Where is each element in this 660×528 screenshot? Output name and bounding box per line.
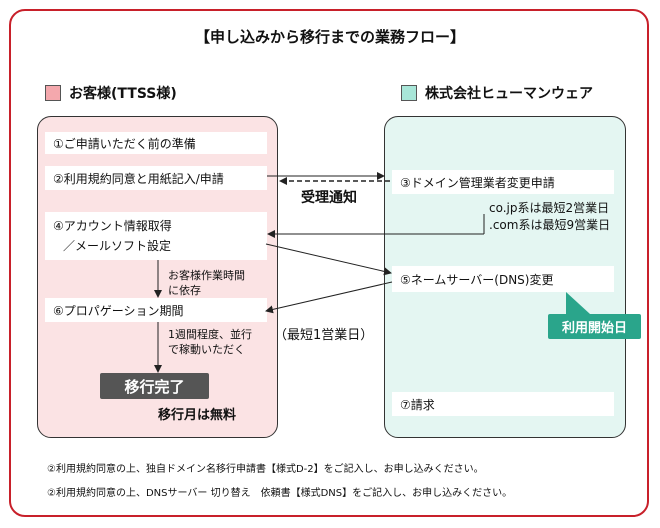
legend-company-label: 株式会社ヒューマンウェア	[425, 86, 593, 102]
step-3-label: ③ドメイン管理業者変更申請	[400, 175, 555, 190]
page-title: 【申し込みから移行までの業務フロー】	[194, 28, 465, 46]
footnote-1: ②利用規約同意の上、独自ドメイン名移行申請書【様式D-2】をご記入し、お申し込み…	[47, 464, 484, 475]
step-5-dns-change: ⑤ネームサーバー(DNS)変更	[392, 266, 614, 292]
customer-time-line1: お客様作業時間	[168, 269, 245, 282]
customer-time-line2: に依存	[168, 284, 201, 297]
legend-company-swatch	[401, 85, 417, 101]
step-4-account: ④アカウント情報取得 ／メールソフト設定	[45, 212, 267, 260]
arrow-dns-to-propagation	[265, 281, 393, 314]
step-4-label-line1: ④アカウント情報取得	[53, 219, 172, 233]
com-note-line: .com系は最短9営業日	[489, 218, 611, 232]
step-1-preparation: ①ご申請いただく前の準備	[45, 132, 267, 154]
receipt-notice: 受理通知	[301, 190, 357, 206]
arrow-account-to-dns	[265, 243, 392, 276]
cojp-note: co.jp系は最短2営業日 .com系は最短9営業日	[489, 200, 610, 234]
step-3-domain-transfer: ③ドメイン管理業者変更申請	[392, 170, 614, 194]
step-2-label: ②利用規約同意と用紙記入/申請	[53, 171, 224, 186]
step-2-application: ②利用規約同意と用紙記入/申請	[45, 166, 267, 190]
free-month-note: 移行月は無料	[158, 408, 237, 423]
week-note-line2: で稼動いただく	[168, 343, 245, 356]
legend-customer-label: お客様(TTSS様)	[69, 86, 177, 102]
step-4-label-line2: ／メールソフト設定	[63, 239, 172, 253]
start-date-badge: 利用開始日	[548, 314, 641, 339]
step-6-label: ⑥プロパゲーション期間	[53, 303, 184, 318]
week-note-line1: 1週間程度、並行	[168, 328, 252, 341]
step-1-label: ①ご申請いただく前の準備	[53, 136, 196, 151]
start-badge-pointer	[566, 292, 590, 314]
legend-customer: お客様(TTSS様)	[45, 83, 177, 103]
step-7-label: ⑦請求	[400, 397, 435, 412]
legend-customer-swatch	[45, 85, 61, 101]
legend-company: 株式会社ヒューマンウェア	[401, 83, 593, 103]
step-6-propagation: ⑥プロパゲーション期間	[45, 298, 267, 322]
week-note: 1週間程度、並行 で稼動いただく	[168, 327, 252, 357]
step-7-billing: ⑦請求	[392, 392, 614, 416]
shortest-note: （最短1営業日）	[274, 328, 374, 343]
customer-time-note: お客様作業時間 に依存	[168, 268, 245, 298]
cojp-note-line: co.jp系は最短2営業日	[489, 201, 610, 215]
step-5-label: ⑤ネームサーバー(DNS)変更	[400, 272, 554, 287]
footnote-2: ②利用規約同意の上、DNSサーバー 切り替え 依頼書【様式DNS】をご記入し、お…	[47, 488, 513, 499]
migration-complete-badge: 移行完了	[100, 373, 209, 399]
